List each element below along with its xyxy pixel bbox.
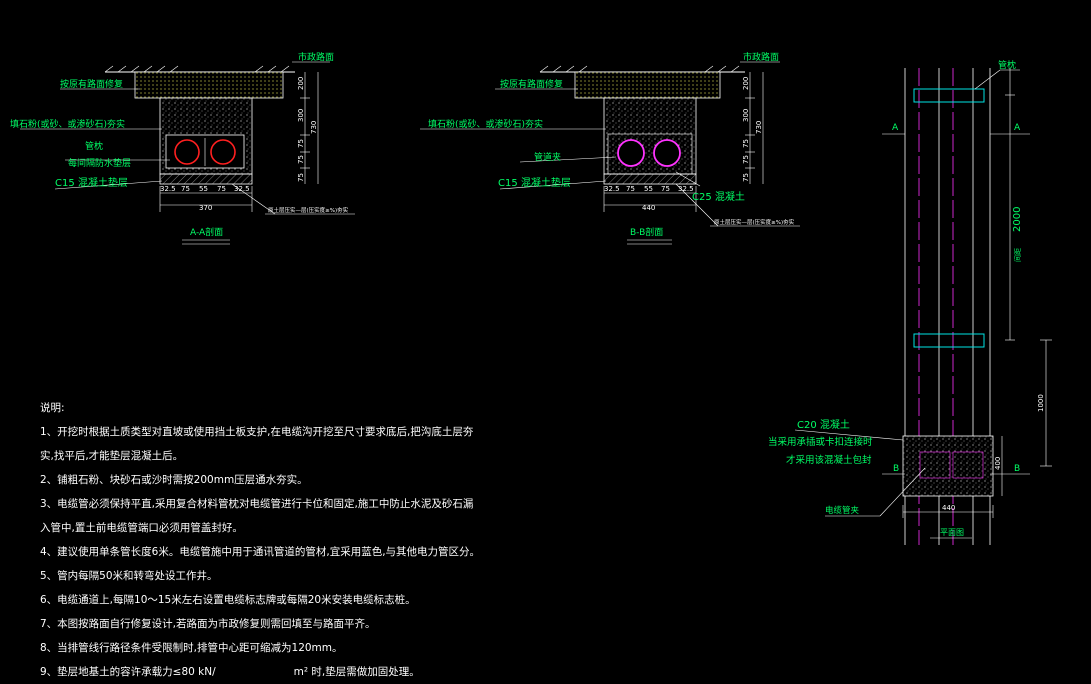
note-line-5: 入管中,置土前电缆管端口必须用管盖封好。 xyxy=(40,522,243,534)
a-dim-5: 32.5 xyxy=(234,185,250,193)
plan-spacing: 1000 xyxy=(1037,394,1045,412)
plan-title: 平面图 xyxy=(940,528,964,537)
b-pipe-label: 管道夹 xyxy=(534,151,561,163)
plan-note-1: 当采用承插或卡扣连接时 xyxy=(768,436,873,448)
construction-notes: 说明: 1、开挖时根据土质类型对直坡或使用挡土板支护,在电缆沟开挖至尺寸要求底后… xyxy=(40,396,600,684)
a-top-label: 市政路面 xyxy=(298,51,334,63)
plan-length: 2000 xyxy=(1012,207,1023,232)
note-line-11-text: 9、垫层地基土的容许承载力≤80 kN/ xyxy=(40,666,216,678)
pipe-saddle-middle xyxy=(913,333,985,348)
note-line-2: 实,找平后,才能垫层混凝土后。 xyxy=(40,450,184,462)
note-line-10: 8、当排管线行路径条件受限制时,排管中心距可缩减为120mm。 xyxy=(40,642,343,654)
plan-note-2: 才采用该混凝土包封 xyxy=(786,454,872,466)
a-protect-label: 每间隔防水垫层 xyxy=(68,157,131,169)
note-line-6: 4、建议使用单条管长度6米。电缆管施中用于通讯管道的管材,宜采用蓝色,与其他电力… xyxy=(40,546,481,558)
section-b: 市政路面 按原有路面修复 填石粉(或砂、或渗砂石)夯实 管道夹 C15 混凝土垫… xyxy=(420,51,800,245)
note-line-9: 7、本图按路面自行修复设计,若路面为市政修复则需回填至与路面平齐。 xyxy=(40,618,376,630)
plan-width: 440 xyxy=(942,504,955,512)
plan-section-a-right: A xyxy=(1014,123,1021,133)
note-line-7: 5、管内每隔50米和转弯处设工作井。 xyxy=(40,570,218,582)
b-dim-4: 75 xyxy=(661,185,670,193)
a-surface-label: 按原有路面修复 xyxy=(60,78,123,90)
a-dim-2: 75 xyxy=(181,185,190,193)
note-line-11: 9、垫层地基土的容许承载力≤80 kN/m² 时,垫层需做加固处理。 xyxy=(40,660,600,684)
b-note-label: 原土层压实—层(压实度≥%)夯实 xyxy=(714,218,795,226)
b-dim-3: 55 xyxy=(644,185,653,193)
a-dim-4: 75 xyxy=(217,185,226,193)
b-dim-5: 32.5 xyxy=(678,185,694,193)
a-note-label: 原土层压实—层(压实度≥%)夯实 xyxy=(268,206,349,214)
b-surface-label: 按原有路面修复 xyxy=(500,78,563,90)
a-h-5: 75 xyxy=(297,173,305,182)
b-width-total: 440 xyxy=(642,204,655,212)
plan-concrete-label: C20 混凝土 xyxy=(797,418,850,431)
a-pipe-label: 管枕 xyxy=(85,140,103,152)
a-h-2: 300 xyxy=(297,109,305,122)
b-h-2: 300 xyxy=(742,109,750,122)
a-h-4: 75 xyxy=(297,155,305,164)
plan-pipe-label: 管枕 xyxy=(998,59,1016,71)
a-height-total: 730 xyxy=(310,121,318,134)
note-line-1: 1、开挖时根据土质类型对直坡或使用挡土板支护,在电缆沟开挖至尺寸要求底后,把沟底… xyxy=(40,426,474,438)
note-unit-tail: m² 时,垫层需做加固处理。 xyxy=(293,666,420,678)
b-dim-2: 75 xyxy=(626,185,635,193)
plan-side-label: 间距 xyxy=(1014,248,1022,262)
pipe-left xyxy=(174,139,200,165)
notes-heading: 说明: xyxy=(40,402,65,414)
a-title: A-A剖面 xyxy=(190,226,223,238)
a-dim-3: 55 xyxy=(199,185,208,193)
plan-section-b-left: B xyxy=(893,464,899,474)
plan-section-a-left: A xyxy=(892,123,899,133)
a-h-1: 200 xyxy=(297,77,305,90)
note-line-3: 2、铺粗石粉、块砂石或沙时需按200mm压层通水夯实。 xyxy=(40,474,308,486)
concrete-encasement xyxy=(902,435,994,497)
b-concrete-label: C25 混凝土 xyxy=(692,190,745,203)
note-line-4: 3、电缆管必须保持平直,采用复合材料管枕对电缆管进行卡位和固定,施工中防止水泥及… xyxy=(40,498,474,510)
pipe-right xyxy=(210,139,236,165)
pipe-saddle-top xyxy=(913,88,985,103)
b-pipe-left xyxy=(617,139,645,167)
a-base-label: C15 混凝土垫层 xyxy=(55,176,128,189)
b-pipe-right xyxy=(653,139,681,167)
plan-section-b-right: B xyxy=(1014,464,1020,474)
a-width-total: 370 xyxy=(199,204,212,212)
b-h-3: 75 xyxy=(742,139,750,148)
b-h-1: 200 xyxy=(742,77,750,90)
b-title: B-B剖面 xyxy=(630,226,663,238)
section-a: 市政路面 按原有路面修复 填石粉(或砂、或渗砂石)夯实 管枕 每间隔防水垫层 C… xyxy=(10,51,355,245)
b-h-4: 75 xyxy=(742,155,750,164)
a-h-3: 75 xyxy=(297,139,305,148)
note-line-8: 6、电缆通道上,每隔10～15米左右设置电缆标志牌或每隔20米安装电缆标志桩。 xyxy=(40,594,416,606)
b-fill-label: 填石粉(或砂、或渗砂石)夯实 xyxy=(428,118,543,130)
a-fill-label: 填石粉(或砂、或渗砂石)夯实 xyxy=(10,118,125,130)
a-dim-1: 32.5 xyxy=(160,185,176,193)
plan-view: 管枕 A A B B 2000 间距 1000 400 C20 混凝土 当采用承… xyxy=(768,59,1052,545)
b-top-label: 市政路面 xyxy=(743,51,779,63)
plan-clamp-label: 电缆管夹 xyxy=(825,505,860,516)
b-h-5: 75 xyxy=(742,173,750,182)
b-dim-1: 32.5 xyxy=(604,185,620,193)
b-height-total: 730 xyxy=(755,121,763,134)
b-base-label: C15 混凝土垫层 xyxy=(498,176,571,189)
plan-height: 400 xyxy=(994,457,1002,470)
